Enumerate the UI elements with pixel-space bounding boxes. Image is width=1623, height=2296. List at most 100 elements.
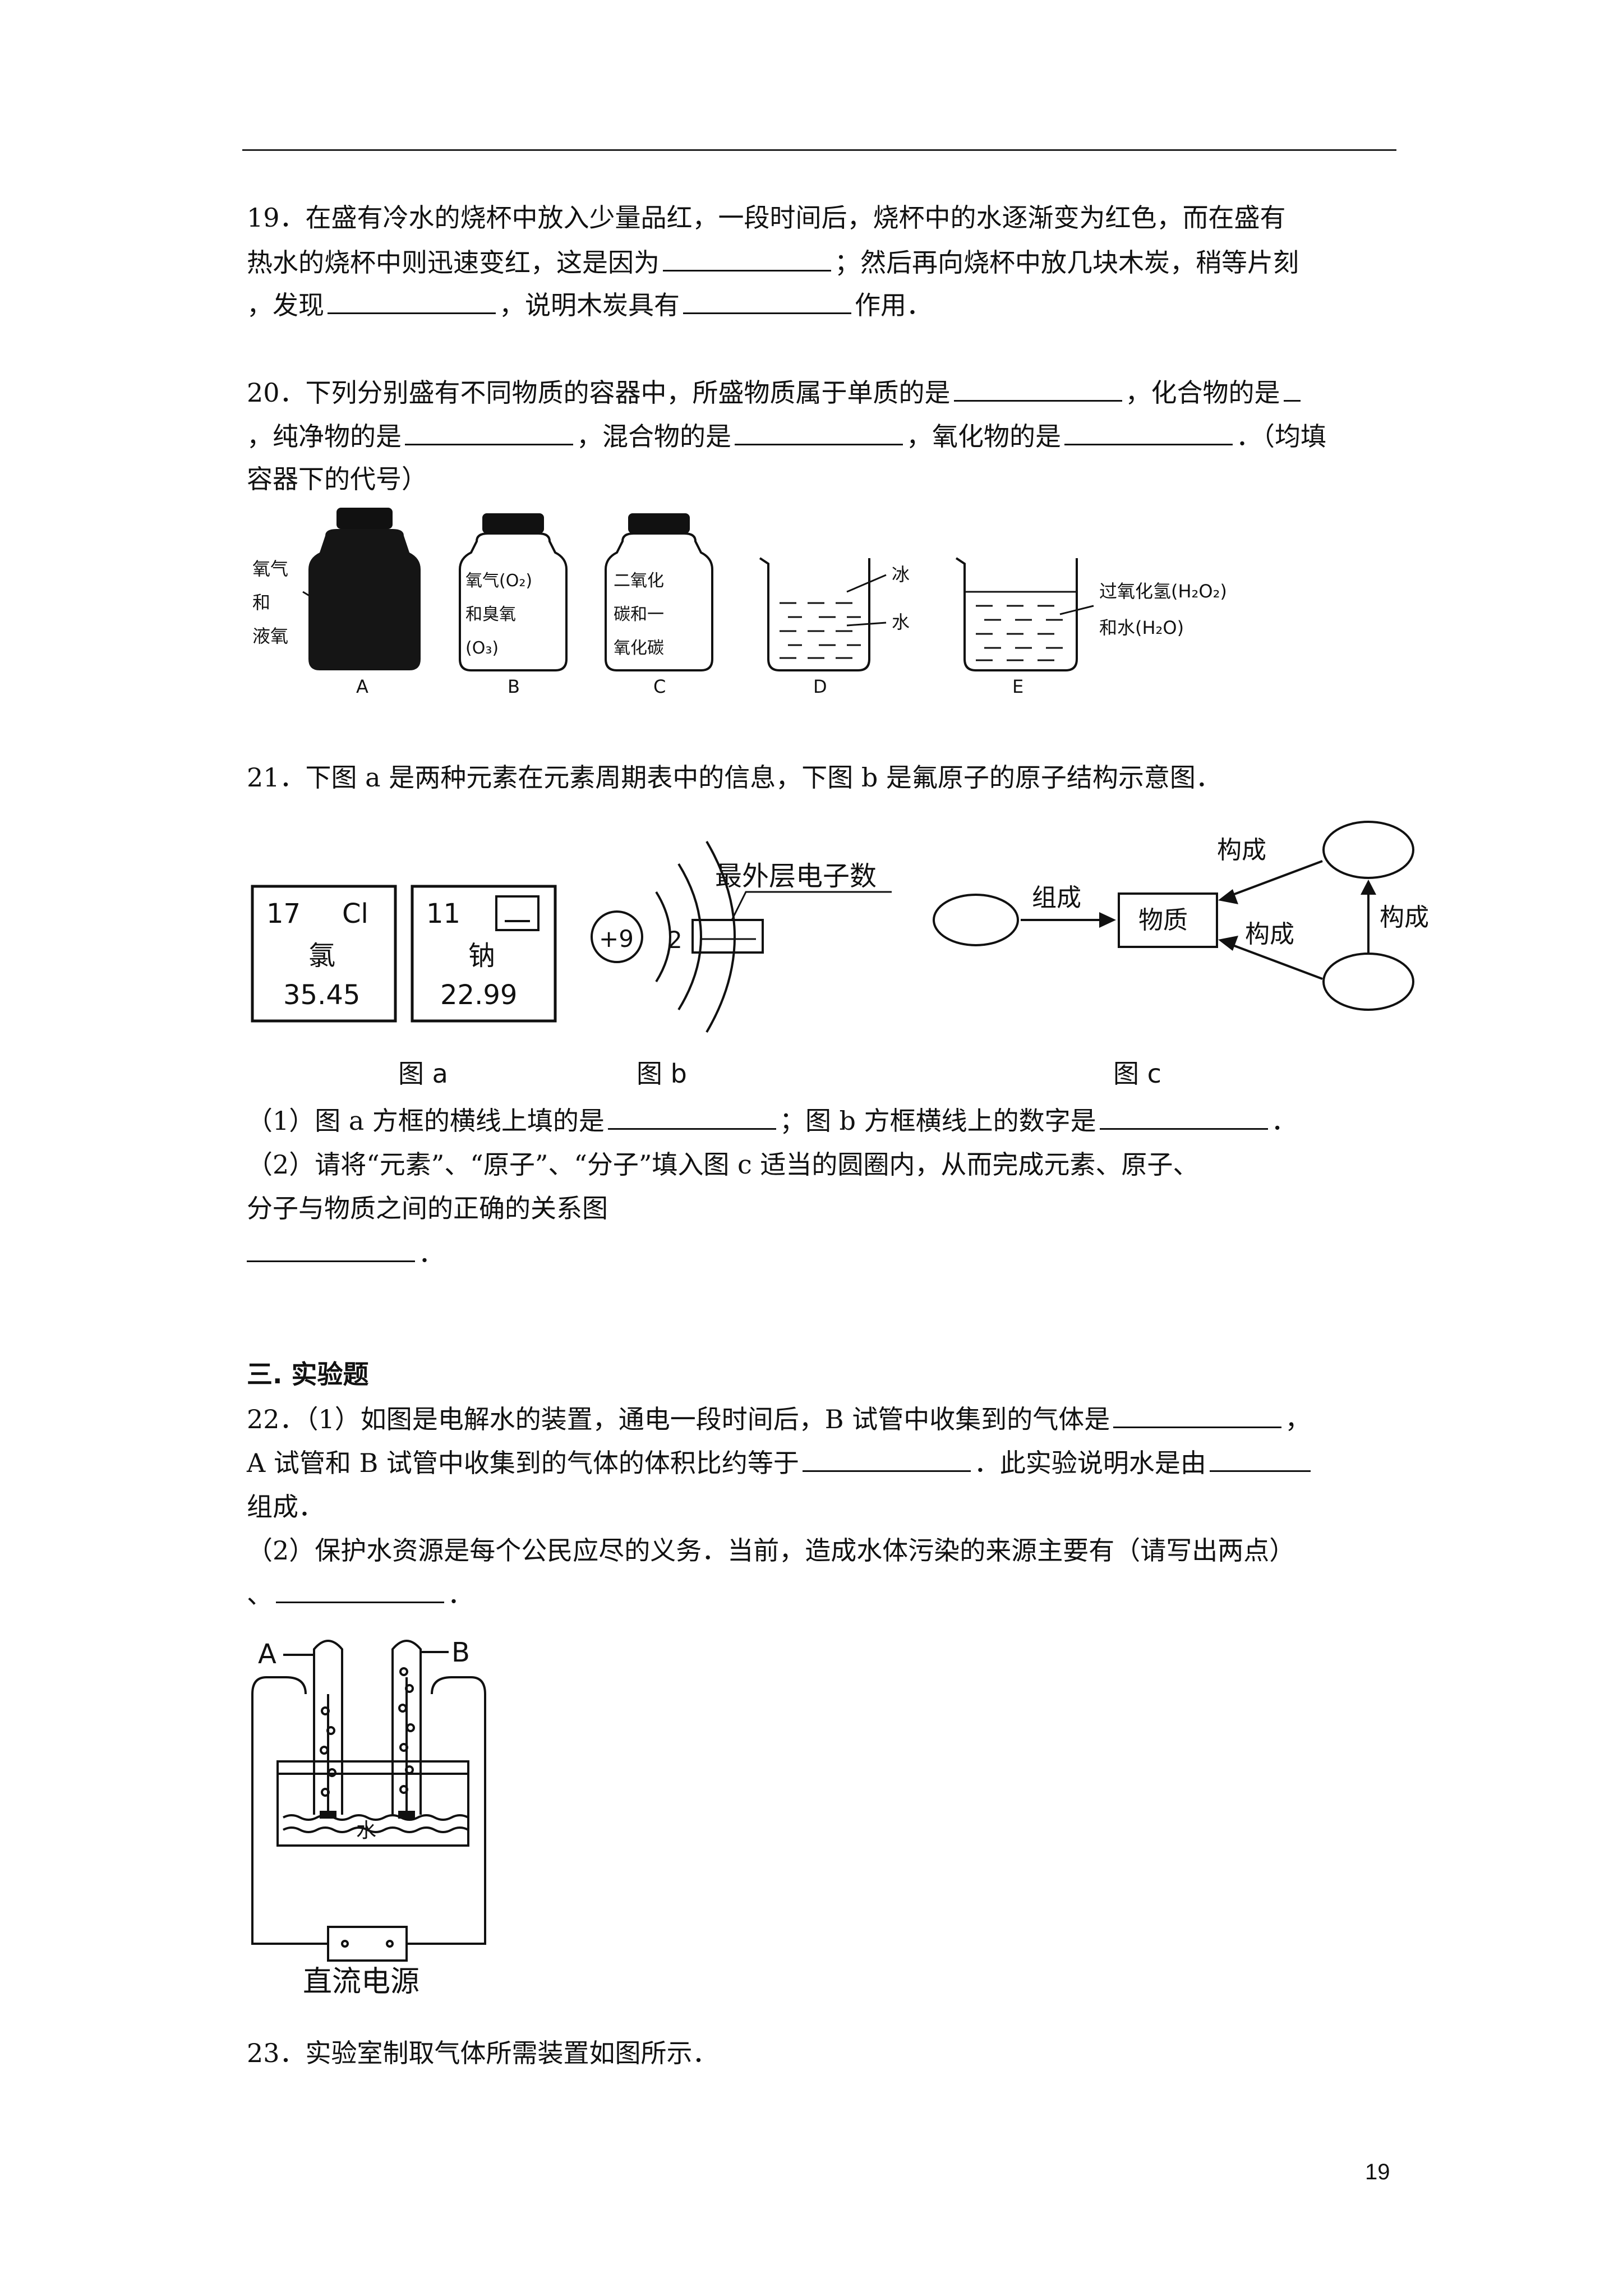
bottle-c-cap: [628, 513, 690, 533]
cl-name: 氯: [308, 940, 335, 972]
container-c-letter: C: [653, 676, 666, 697]
arrow-label-constitute-mid: 构成: [1245, 920, 1294, 949]
answer-blank[interactable]: [1113, 1400, 1282, 1428]
container-d-water-label: 水: [892, 611, 910, 633]
container-a-label-3: 液氧: [252, 625, 288, 647]
cl-symbol: Cl: [342, 898, 368, 930]
power-source-label: 直流电源: [303, 1965, 419, 1997]
electron-shell-2: [677, 863, 702, 1011]
q22-line-2: A 试管和 B 试管中收集到的气体的体积比约等于．此实验说明水是由: [247, 1441, 1396, 1485]
bottle-b: [459, 532, 568, 671]
q20-line-3: 容器下的代号）: [247, 464, 427, 494]
q23-line: 23．实验室制取气体所需装置如图所示．: [247, 2038, 718, 2068]
water-trough: [276, 1760, 469, 1847]
container-c-label-1: 二氧化: [614, 571, 664, 591]
na-symbol-box[interactable]: [495, 895, 540, 931]
arrow-label-constitute-top: 构成: [1217, 836, 1266, 864]
section-3-title: 三. 实验题: [247, 1359, 369, 1389]
container-b-letter: B: [508, 676, 520, 697]
caption-fig-a: 图 a: [398, 1059, 448, 1089]
answer-blank[interactable]: [607, 1101, 776, 1130]
answer-blank[interactable]: [276, 1575, 444, 1603]
q19-line-1: 19．在盛有冷水的烧杯中放入少量品红，一段时间后，烧杯中的水逐渐变为红色，而在盛…: [247, 203, 1286, 233]
container-b-label-3: (O₃): [465, 638, 499, 658]
answer-blank[interactable]: [405, 417, 573, 445]
na-name: 钠: [468, 940, 495, 972]
water-label: 水: [356, 1819, 376, 1842]
bottle-a: [308, 529, 421, 670]
containers-figure: 氧气 和 液氧 A 氧气(O₂) 和臭氧 (O₃) B 二氧化 碳和一 氧化碳 …: [252, 508, 1227, 697]
electron-shell-3: [706, 840, 736, 1033]
caption-fig-b: 图 b: [637, 1059, 687, 1089]
answer-blank[interactable]: [802, 1443, 971, 1472]
electrolysis-figure: A B 水 直流电源: [251, 1637, 486, 1997]
circle-bottom-right[interactable]: [1322, 953, 1414, 1011]
container-d-letter: D: [813, 676, 827, 697]
beaker-d: [759, 557, 870, 671]
outer-electron-label: 最外层电子数: [715, 861, 877, 892]
q19-line-2: 热水的烧杯中则迅速变红，这是因为；然后再向烧杯中放几块木炭，稍等片刻: [247, 240, 1396, 285]
q22-line-4: （2）保护水资源是每个公民应尽的义务．当前，造成水体污染的来源主要有（请写出两点…: [247, 1535, 1295, 1566]
circle-top-right[interactable]: [1322, 821, 1414, 879]
electron-shell-1: [655, 891, 671, 983]
outer-shell-box[interactable]: [691, 919, 764, 954]
power-source: [327, 1926, 408, 1962]
bottle-b-cap: [482, 513, 544, 533]
q20-line-2: ，纯净物的是，混合物的是，氧化物的是．（均填: [247, 414, 1396, 459]
container-e-letter: E: [1012, 676, 1023, 697]
answer-blank[interactable]: [1099, 1101, 1268, 1130]
element-card-na: [411, 885, 557, 1023]
answer-blank[interactable]: [953, 373, 1122, 402]
answer-blank[interactable]: [735, 417, 903, 445]
cl-atomic-number: 17: [266, 898, 301, 930]
wire-right: [407, 1676, 486, 1945]
container-a-label-2: 和: [252, 592, 270, 613]
container-a-letter: A: [356, 676, 368, 697]
na-atomic-number: 11: [426, 898, 460, 930]
bottle-c: [605, 532, 713, 671]
tube-a-label: A: [258, 1639, 276, 1670]
q21-sub-2-line-1: （2）请将“元素”、“原子”、“分子”填入图 c 适当的圆圈内，从而完成元素、原…: [247, 1149, 1199, 1180]
q19-line-3: ，发现，说明木炭具有作用．: [247, 283, 1396, 328]
test-tube-b: [391, 1640, 422, 1815]
element-card-cl: [251, 885, 397, 1023]
container-b-label-2: 和臭氧: [465, 605, 516, 624]
header-rule: [242, 149, 1396, 151]
substance-label: 物质: [1138, 906, 1188, 935]
q22-line-3: 组成．: [247, 1492, 324, 1522]
answer-blank[interactable]: [1283, 373, 1301, 402]
container-b-label-1: 氧气(O₂): [465, 571, 532, 591]
substance-box: [1118, 892, 1218, 948]
q21-intro: 21．下图 a 是两种元素在元素周期表中的信息，下图 b 是氟原子的原子结构示意…: [247, 762, 1221, 793]
bottle-a-cap: [336, 508, 393, 529]
arrow-label-constitute-right: 构成: [1380, 903, 1429, 932]
q21-figures: 17 Cl 氯 35.45 11 钠 22.99 +9 2 最外层电子数: [251, 821, 1429, 1089]
q20-line-1: 20．下列分别盛有不同物质的容器中，所盛物质属于单质的是，化合物的是: [247, 370, 1396, 415]
q22-line-1: 22．（1）如图是电解水的装置，通电一段时间后，B 试管中收集到的气体是，: [247, 1397, 1396, 1442]
container-c-label-2: 碳和一: [614, 605, 664, 624]
page-number: 19: [1365, 2160, 1390, 2184]
q22-line-5: 、．: [247, 1572, 1396, 1617]
container-e-label-2: 和水(H₂O): [1099, 617, 1184, 638]
answer-blank[interactable]: [683, 286, 851, 314]
nucleus-charge: +9: [599, 925, 634, 953]
container-a-label-1: 氧气: [252, 558, 288, 579]
shell-1-electrons: 2: [667, 926, 683, 954]
na-atomic-mass: 22.99: [440, 979, 517, 1011]
answer-blank[interactable]: [663, 243, 831, 272]
cl-atomic-mass: 35.45: [283, 979, 360, 1011]
wire-left: [251, 1676, 328, 1945]
answer-blank[interactable]: [328, 286, 496, 314]
caption-fig-c: 图 c: [1113, 1059, 1161, 1089]
circle-left[interactable]: [933, 894, 1019, 946]
q21-sub-2-line-3: ．: [247, 1231, 1396, 1276]
q21-sub-1: （1）图 a 方框的横线上填的是；图 b 方框横线上的数字是．: [247, 1098, 1396, 1143]
q21-sub-2-line-2: 分子与物质之间的正确的关系图: [247, 1193, 608, 1223]
arrow-label-compose: 组成: [1032, 884, 1081, 912]
container-d-ice-label: 冰: [892, 564, 910, 585]
answer-blank[interactable]: [1064, 417, 1233, 445]
test-tube-a: [313, 1640, 343, 1815]
answer-blank[interactable]: [247, 1234, 415, 1262]
answer-blank[interactable]: [1209, 1443, 1311, 1472]
tube-b-label: B: [451, 1637, 470, 1668]
